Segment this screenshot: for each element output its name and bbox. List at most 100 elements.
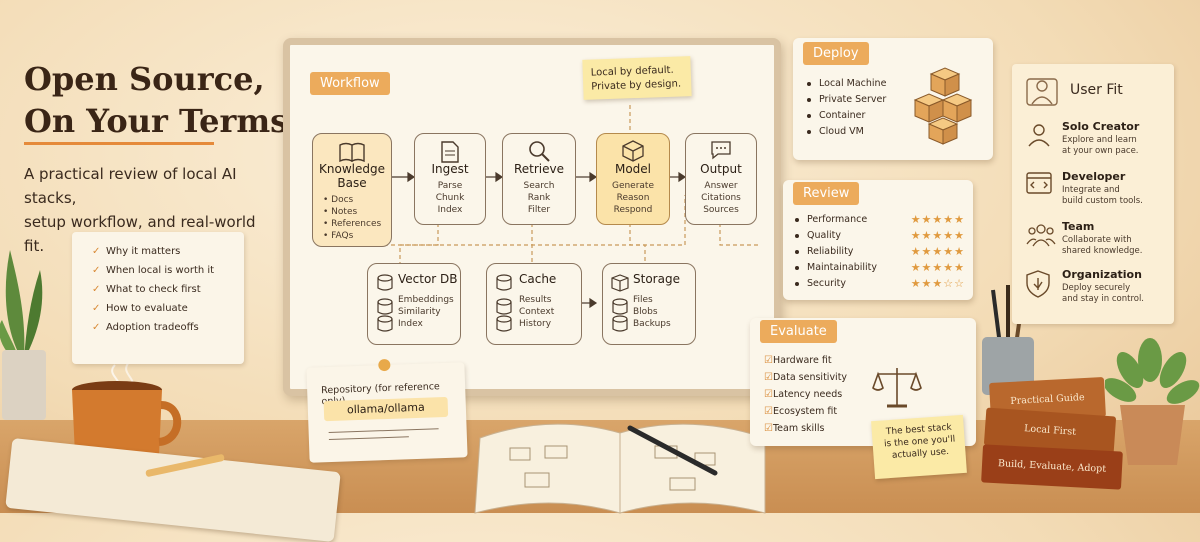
stage-item: Sources <box>703 205 739 215</box>
repository-value[interactable]: ollama/ollama <box>323 396 449 422</box>
star-rating: ★★★☆☆ <box>910 277 965 290</box>
user-fit-desc-line1: Deploy securely <box>1062 283 1131 293</box>
book-build-evaluate-adopt: Build, Evaluate, Adopt <box>981 444 1123 490</box>
review-list: Performance★★★★★ Quality★★★★★ Reliabilit… <box>795 212 965 292</box>
box-icon <box>611 274 629 332</box>
user-fit-desc-line1: Integrate and <box>1062 185 1120 195</box>
bullet-icon <box>795 281 799 286</box>
store-item: Results <box>519 295 552 305</box>
store-title: Vector DB <box>398 272 458 286</box>
evaluate-item-label: Ecosystem fit <box>772 406 838 417</box>
store-items: Embeddings Similarity Index <box>398 294 454 330</box>
stage-item: Rank <box>527 193 551 203</box>
stacked-boxes-icon <box>913 67 973 145</box>
store-item: Blobs <box>633 307 658 317</box>
deploy-panel: Deploy Local Machine Private Server Cont… <box>793 38 993 160</box>
stage-item-text: Docs <box>331 195 354 205</box>
store-item: History <box>519 319 552 329</box>
deploy-item-label: Private Server <box>819 94 887 105</box>
code-window-icon <box>1026 172 1052 194</box>
check-icon: ✓ <box>92 246 101 257</box>
stage-item: Reason <box>616 193 650 203</box>
bullet-icon <box>795 265 799 270</box>
plant-left-illustration <box>0 230 50 430</box>
stage-item: • References <box>323 219 382 229</box>
star-rating: ★★★★★ <box>910 229 965 242</box>
subtitle-line1: A practical review of local AI stacks, <box>24 165 237 207</box>
store-card-vector-db: Vector DB Embeddings Similarity Index <box>367 263 461 345</box>
chat-icon <box>711 141 731 160</box>
subtitle-line2: setup workflow, and real-world fit. <box>24 213 256 255</box>
store-items: Results Context History <box>519 294 554 330</box>
bullet-icon <box>795 249 799 254</box>
evaluate-item: ☑Team skills <box>764 420 847 437</box>
deploy-item-label: Cloud VM <box>819 126 864 137</box>
bullet-icon <box>795 233 799 238</box>
review-row: Quality ★★★★★ <box>795 228 965 244</box>
review-label: Quality <box>807 230 841 241</box>
person-icon <box>1028 124 1050 147</box>
checklist-item: ✓When local is worth it <box>92 265 244 276</box>
repository-card: Repository (for reference only) ollama/o… <box>306 358 468 463</box>
user-fit-name: Organization <box>1062 268 1142 281</box>
store-card-storage: Storage Files Blobs Backups <box>602 263 696 345</box>
stage-item: Citations <box>701 193 741 203</box>
workflow-board: Workflow Local by default. Private by de… <box>283 38 781 396</box>
document-icon <box>441 141 459 163</box>
store-items: Files Blobs Backups <box>633 294 671 330</box>
bullet-icon <box>807 129 811 134</box>
balance-scale-icon <box>872 368 922 408</box>
store-card-cache: Cache Results Context History <box>486 263 582 345</box>
store-item: Embeddings <box>398 295 454 305</box>
user-fit-name: Developer <box>1062 170 1126 183</box>
store-item: Backups <box>633 319 671 329</box>
user-fit-desc-line2: build custom tools. <box>1062 196 1143 206</box>
stage-item: Answer <box>704 181 738 191</box>
review-label: Performance <box>807 214 868 225</box>
checkbox-icon: ☑ <box>764 406 773 417</box>
quote-sticky-note: The best stack is the one you'll actuall… <box>871 414 967 480</box>
user-fit-name: Team <box>1062 220 1095 233</box>
user-fit-title: User Fit <box>1070 82 1123 98</box>
pin-icon <box>378 358 391 372</box>
scribble-line <box>328 428 439 434</box>
stage-item: • Notes <box>323 207 358 217</box>
evaluate-tag: Evaluate <box>760 320 837 343</box>
stage-item-text: FAQs <box>331 231 354 241</box>
scribble-line <box>328 436 409 441</box>
deploy-list: Local Machine Private Server Container C… <box>807 76 886 140</box>
workflow-tag: Workflow <box>310 72 390 95</box>
check-icon: ✓ <box>92 303 101 314</box>
checkbox-icon: ☑ <box>764 355 773 366</box>
checklist-item-label: When local is worth it <box>106 265 215 276</box>
stage-items: Parse Chunk Index <box>415 180 485 216</box>
stage-items: Generate Reason Respond <box>597 180 669 216</box>
evaluate-item: ☑Latency needs <box>764 386 847 403</box>
store-item: Similarity <box>398 307 441 317</box>
deploy-item: Cloud VM <box>807 124 886 140</box>
evaluate-item: ☑Data sensitivity <box>764 369 847 386</box>
checklist-item-label: How to evaluate <box>106 303 188 314</box>
evaluate-item-label: Latency needs <box>772 389 843 400</box>
review-label: Security <box>807 278 847 289</box>
evaluate-item: ☑Hardware fit <box>764 352 847 369</box>
page-title-line1: Open Source, <box>24 60 265 98</box>
checklist-item: ✓Why it matters <box>92 246 244 257</box>
checkbox-icon: ☑ <box>764 389 773 400</box>
stage-title: Ingest <box>431 162 469 176</box>
stage-item: Index <box>437 205 463 215</box>
stage-items: Search Rank Filter <box>503 180 575 216</box>
stage-items: Answer Citations Sources <box>686 180 756 216</box>
stage-item: • FAQs <box>323 231 354 241</box>
review-row: Performance★★★★★ <box>795 212 965 228</box>
stage-item-text: References <box>331 219 382 229</box>
stage-item: Filter <box>527 205 551 215</box>
page-title-line2: On Your Terms <box>24 102 289 140</box>
plant-right-illustration <box>1103 330 1200 470</box>
user-fit-desc-line2: shared knowledge. <box>1062 246 1143 256</box>
checklist-item-label: What to check first <box>106 284 201 295</box>
